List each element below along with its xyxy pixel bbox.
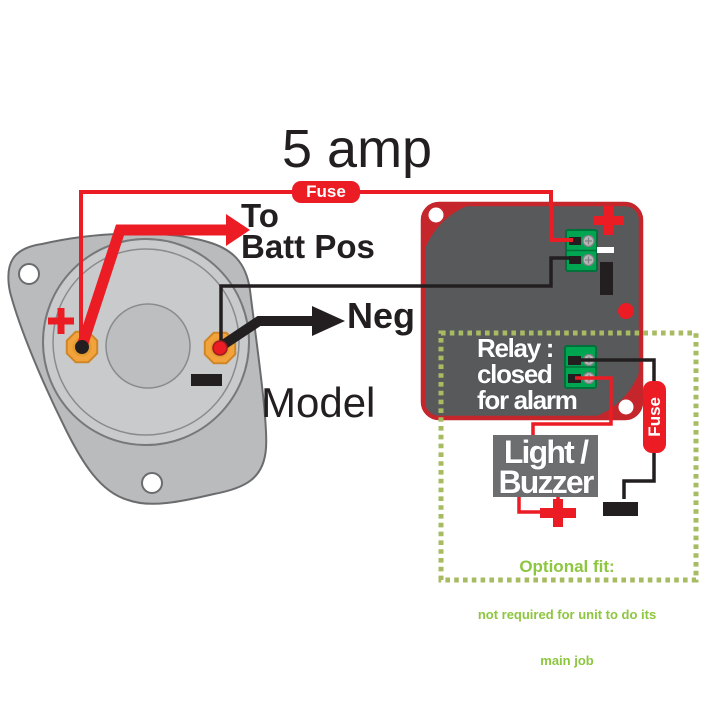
relay-line1: Relay : [477, 333, 554, 363]
relay-status-label: Relay : closed for alarm [477, 333, 578, 415]
optional-fit-line1: not required for unit to do its [477, 607, 657, 622]
alternator [7, 232, 268, 505]
alternator-rim [52, 248, 240, 436]
negative-terminal-contact [212, 340, 228, 356]
relay-line3: for alarm [477, 385, 578, 415]
batt-pos-arrow-shaft [77, 224, 226, 345]
unit-plus-symbol [593, 206, 624, 235]
neg-arrowhead-icon [312, 306, 345, 336]
unit-jumper-bar [600, 262, 613, 295]
bolt-hole-bottom-icon [141, 472, 163, 494]
fuse-rating-label: 5 amp [282, 119, 433, 179]
wires [75, 190, 656, 514]
fuse-badge-right: Fuse [643, 381, 666, 453]
relay-black-wire [575, 358, 656, 499]
positive-terminal-contact [75, 340, 89, 354]
alternator-hub [105, 303, 191, 389]
alternator-minus-symbol [191, 374, 222, 386]
alternator-plus-symbol [48, 308, 74, 334]
monitor-unit [420, 201, 644, 421]
neg-arrow-shaft [217, 316, 313, 352]
model-label: Model [261, 379, 376, 426]
neg-label: Neg [347, 295, 416, 336]
fuse-badge-top-label: Fuse [306, 182, 346, 201]
optional-fit-note: Optional fit: not required for unit to d… [436, 526, 698, 699]
light-buzzer-line1: Light / [503, 434, 589, 470]
bolt-hole-top-icon [18, 263, 40, 285]
light-buzzer-box: Light / Buzzer [493, 434, 598, 500]
unit-minus-symbol [597, 247, 614, 253]
black-ground-wire [219, 256, 571, 346]
red-supply-wire [79, 190, 573, 345]
relay-line2: closed [477, 359, 553, 389]
to-batt-line1: To [241, 197, 279, 234]
unit-screw-hole-topleft [428, 207, 444, 223]
buzzer-minus-symbol [603, 502, 638, 516]
to-batt-pos-label: To Batt Pos [241, 197, 375, 265]
light-buzzer-line2: Buzzer [498, 464, 594, 500]
fuse-badge-top: Fuse [292, 181, 360, 203]
unit-screw-hole-bottomright [618, 399, 634, 415]
unit-led-icon [618, 303, 634, 319]
optional-section-border [438, 330, 699, 583]
optional-fit-title: Optional fit: [519, 557, 615, 576]
to-batt-line2: Batt Pos [241, 228, 375, 265]
power-terminal-block [565, 229, 598, 272]
relay-red-wire [531, 376, 613, 437]
buzzer-plus-symbol [540, 499, 576, 527]
optional-fit-line2: main job [540, 652, 594, 668]
fuse-badge-right-label: Fuse [644, 397, 664, 437]
batt-pos-arrowhead-icon [226, 214, 250, 246]
